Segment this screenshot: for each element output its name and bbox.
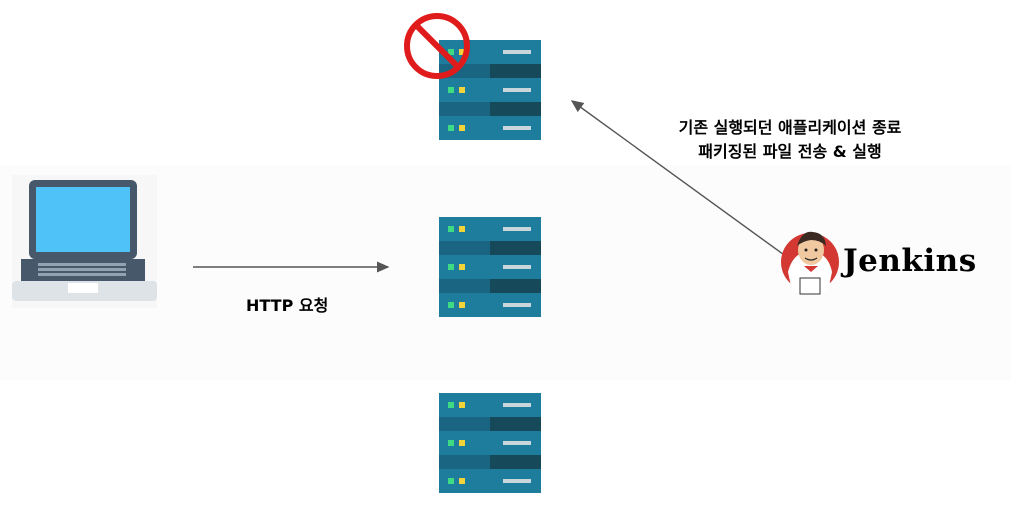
laptop-icon bbox=[12, 175, 157, 308]
deploy-arrow bbox=[570, 100, 788, 258]
deploy-label-line2: 패키징된 파일 전송 & 실행 bbox=[698, 142, 882, 161]
prohibited-icon bbox=[404, 13, 470, 79]
deploy-label: 기존 실행되던 애플리케이션 종료 패키징된 파일 전송 & 실행 bbox=[640, 116, 940, 164]
jenkins-logo-icon bbox=[781, 231, 839, 295]
server-rack-icon bbox=[439, 217, 541, 317]
deploy-label-line1: 기존 실행되던 애플리케이션 종료 bbox=[678, 118, 902, 137]
http-request-label: HTTP 요청 bbox=[246, 296, 329, 315]
server-rack-icon bbox=[439, 40, 541, 140]
server-rack-icon bbox=[439, 393, 541, 493]
jenkins-wordmark: Jenkins bbox=[843, 243, 977, 279]
